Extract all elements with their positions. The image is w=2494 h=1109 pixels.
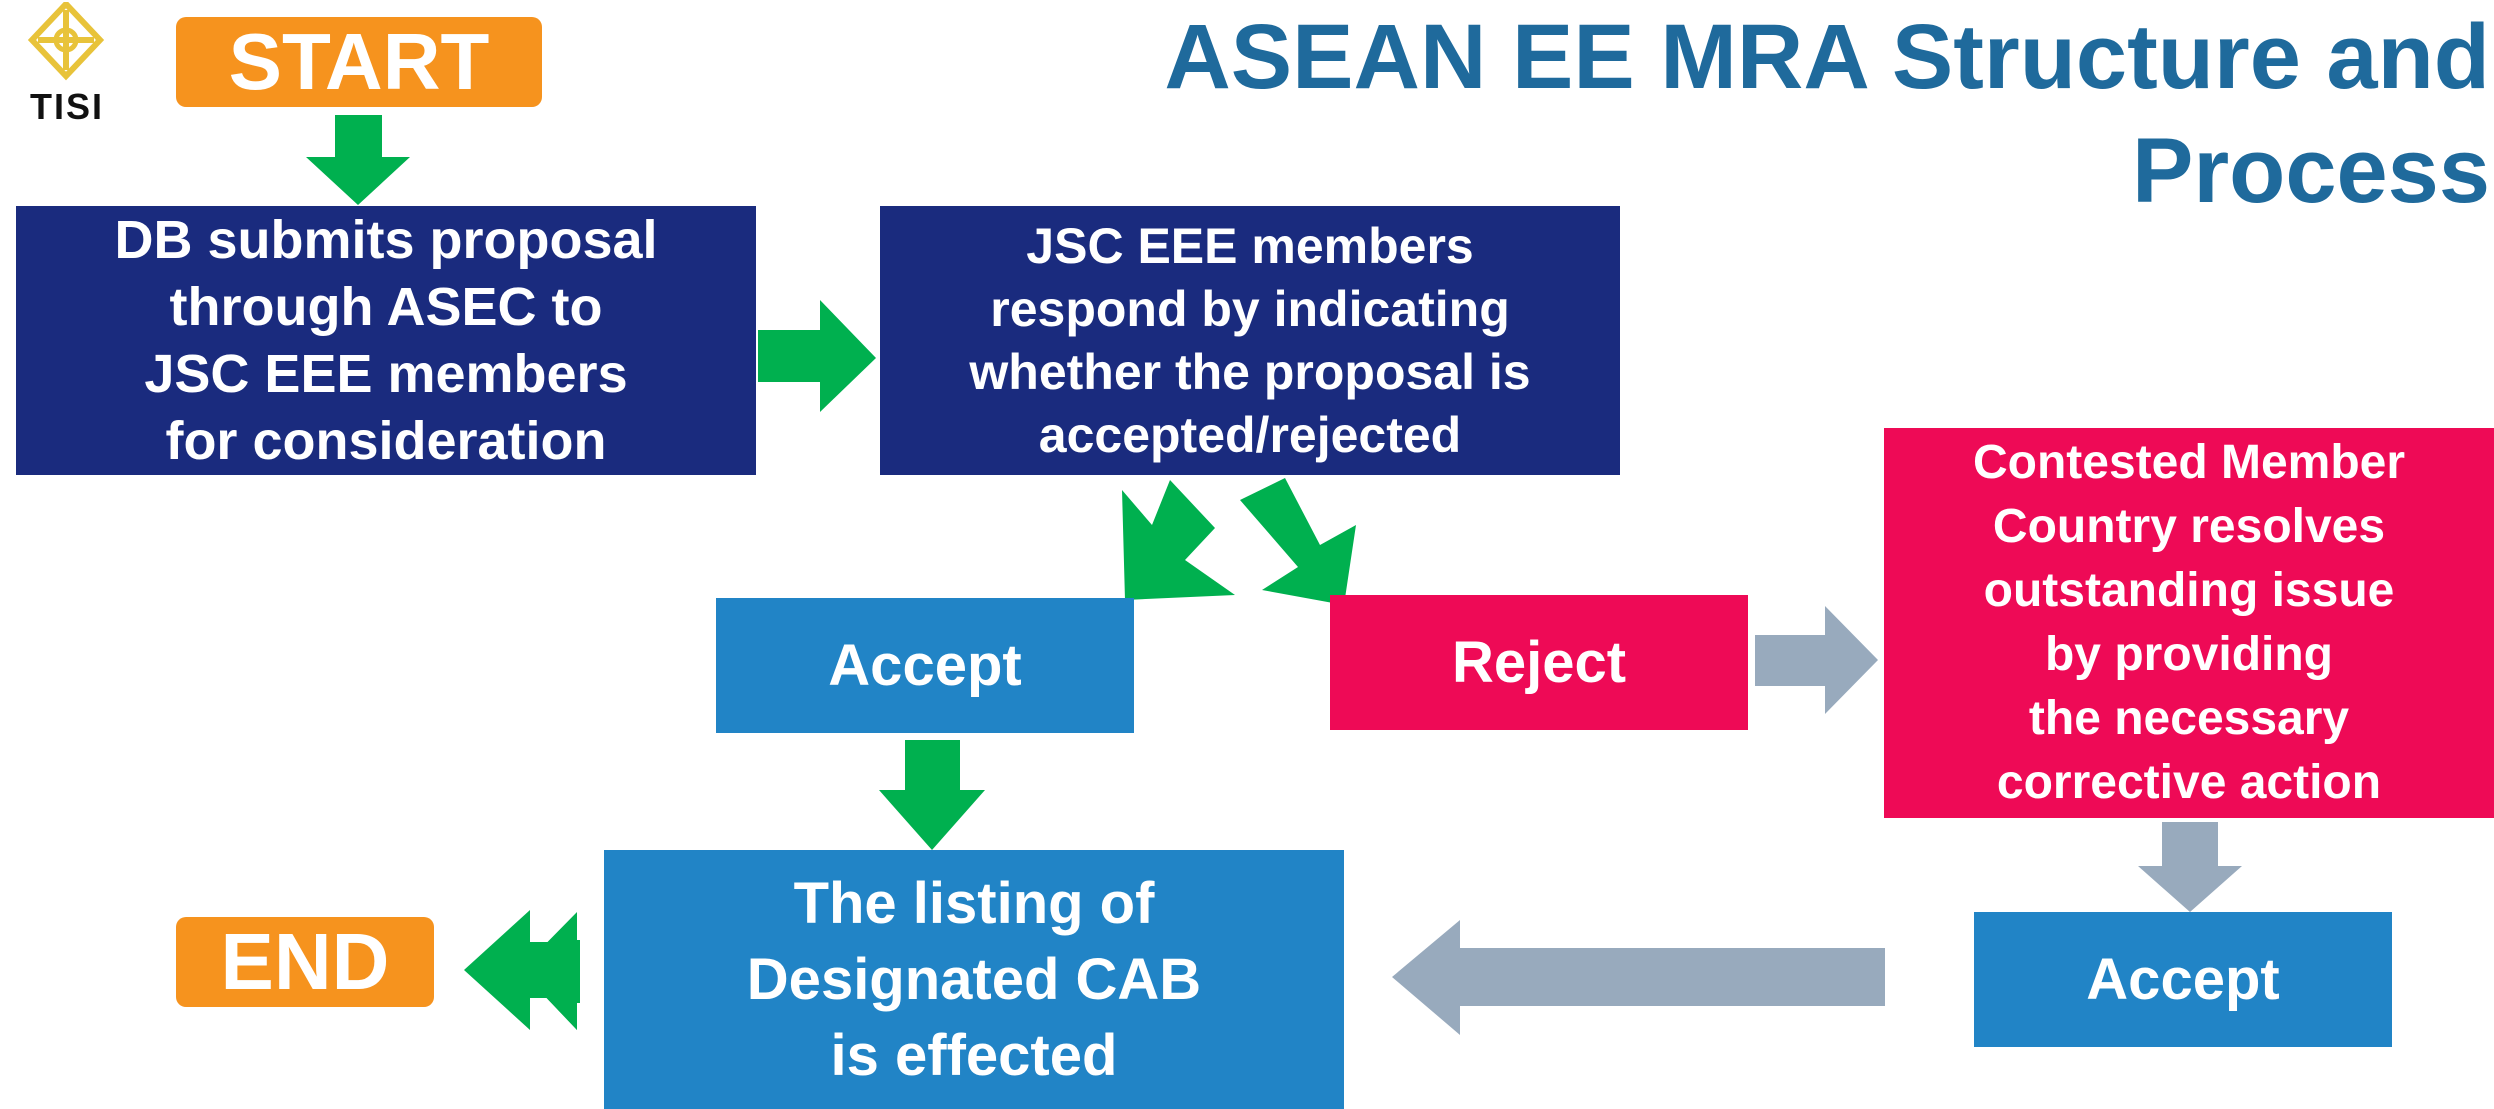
start-terminal: START xyxy=(176,17,542,107)
tisi-logo-icon xyxy=(27,2,105,81)
page-title: ASEAN EE MRA Structure and Process xyxy=(1164,6,2490,222)
step-listing-effected: The listing of Designated CAB is effecte… xyxy=(604,850,1344,1109)
arrow-accept2-to-listing xyxy=(1392,920,1885,1035)
arrow-end-icon xyxy=(464,910,576,1030)
end-terminal: END xyxy=(176,917,434,1007)
arrow-db-to-jsc xyxy=(758,300,876,412)
step-db-submits: DB submits proposal through ASEC to JSC … xyxy=(16,206,756,475)
arrow-accept-to-listing xyxy=(879,740,985,850)
arrow-listing-to-end-shaft xyxy=(576,940,580,1003)
logo-text: TISI xyxy=(29,86,104,127)
arrow-start-to-db xyxy=(306,115,410,205)
arrow-jsc-to-reject xyxy=(1240,478,1356,605)
step-accept: Accept xyxy=(716,598,1134,733)
step-contested-member: Contested Member Country resolves outsta… xyxy=(1884,428,2494,818)
arrow-reject-to-contested xyxy=(1755,606,1878,714)
arrow-contested-to-accept xyxy=(2138,822,2242,912)
step-reject: Reject xyxy=(1330,595,1748,730)
step-accept-after-correction: Accept xyxy=(1974,912,2392,1047)
arrow-jsc-to-accept xyxy=(1122,480,1235,600)
step-jsc-responds: JSC EEE members respond by indicating wh… xyxy=(880,206,1620,475)
